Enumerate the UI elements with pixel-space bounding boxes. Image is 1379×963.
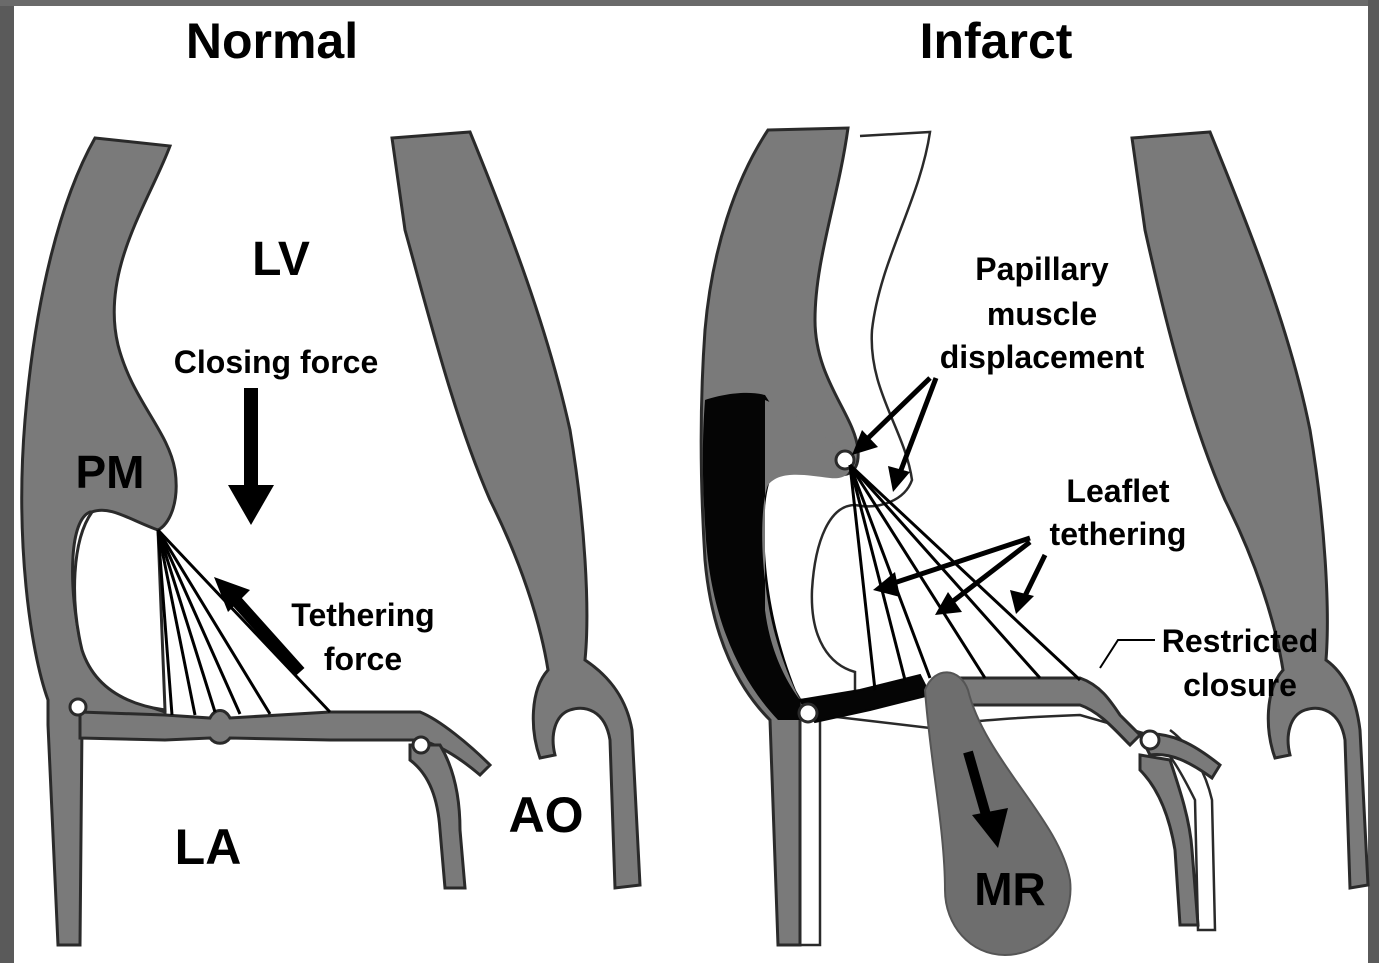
pm-label: PM (76, 446, 145, 498)
papillary-label-line1: Papillary (975, 251, 1109, 287)
normal-annulus-right (413, 737, 429, 753)
closing-force-label: Closing force (174, 344, 378, 380)
infarct-la-right-wall (1140, 755, 1198, 925)
papillary-label-line3: displacement (940, 339, 1145, 375)
left-frame-strip (0, 0, 14, 963)
la-label: LA (175, 819, 242, 875)
closing-force-arrow (228, 388, 274, 525)
infarct-annulus-left (799, 704, 817, 722)
infarct-annulus-right (1141, 731, 1159, 749)
infarct-panel: Infarct Papillary muscle displacement Le… (701, 13, 1368, 955)
tethering-force-arrow (214, 577, 300, 672)
normal-annulus-left (70, 699, 86, 715)
tethering-force-label-line2: force (324, 641, 402, 677)
normal-title: Normal (186, 13, 358, 69)
lv-label: LV (252, 233, 310, 286)
leaflet-label-line2: tethering (1050, 516, 1187, 552)
papillary-label-line2: muscle (987, 296, 1097, 332)
leaflet-label-line1: Leaflet (1066, 473, 1169, 509)
tethering-force-label-line1: Tethering (291, 597, 434, 633)
ao-label: AO (509, 787, 584, 843)
top-frame-strip (0, 0, 1379, 6)
restricted-label-line1: Restricted (1162, 623, 1319, 659)
infarct-title: Infarct (920, 13, 1073, 69)
normal-panel: Normal LV Closing force PM Tethering for… (22, 13, 640, 945)
restricted-closure-leader (1100, 640, 1155, 668)
infarct-mitral-leaflets (800, 675, 930, 722)
normal-la-right-wall (410, 745, 465, 888)
mr-label: MR (974, 863, 1046, 915)
infarct-chordae (850, 465, 1080, 690)
pm-displacement-arrows (862, 378, 936, 478)
right-frame-strip (1368, 0, 1379, 963)
restricted-label-line2: closure (1183, 667, 1297, 703)
